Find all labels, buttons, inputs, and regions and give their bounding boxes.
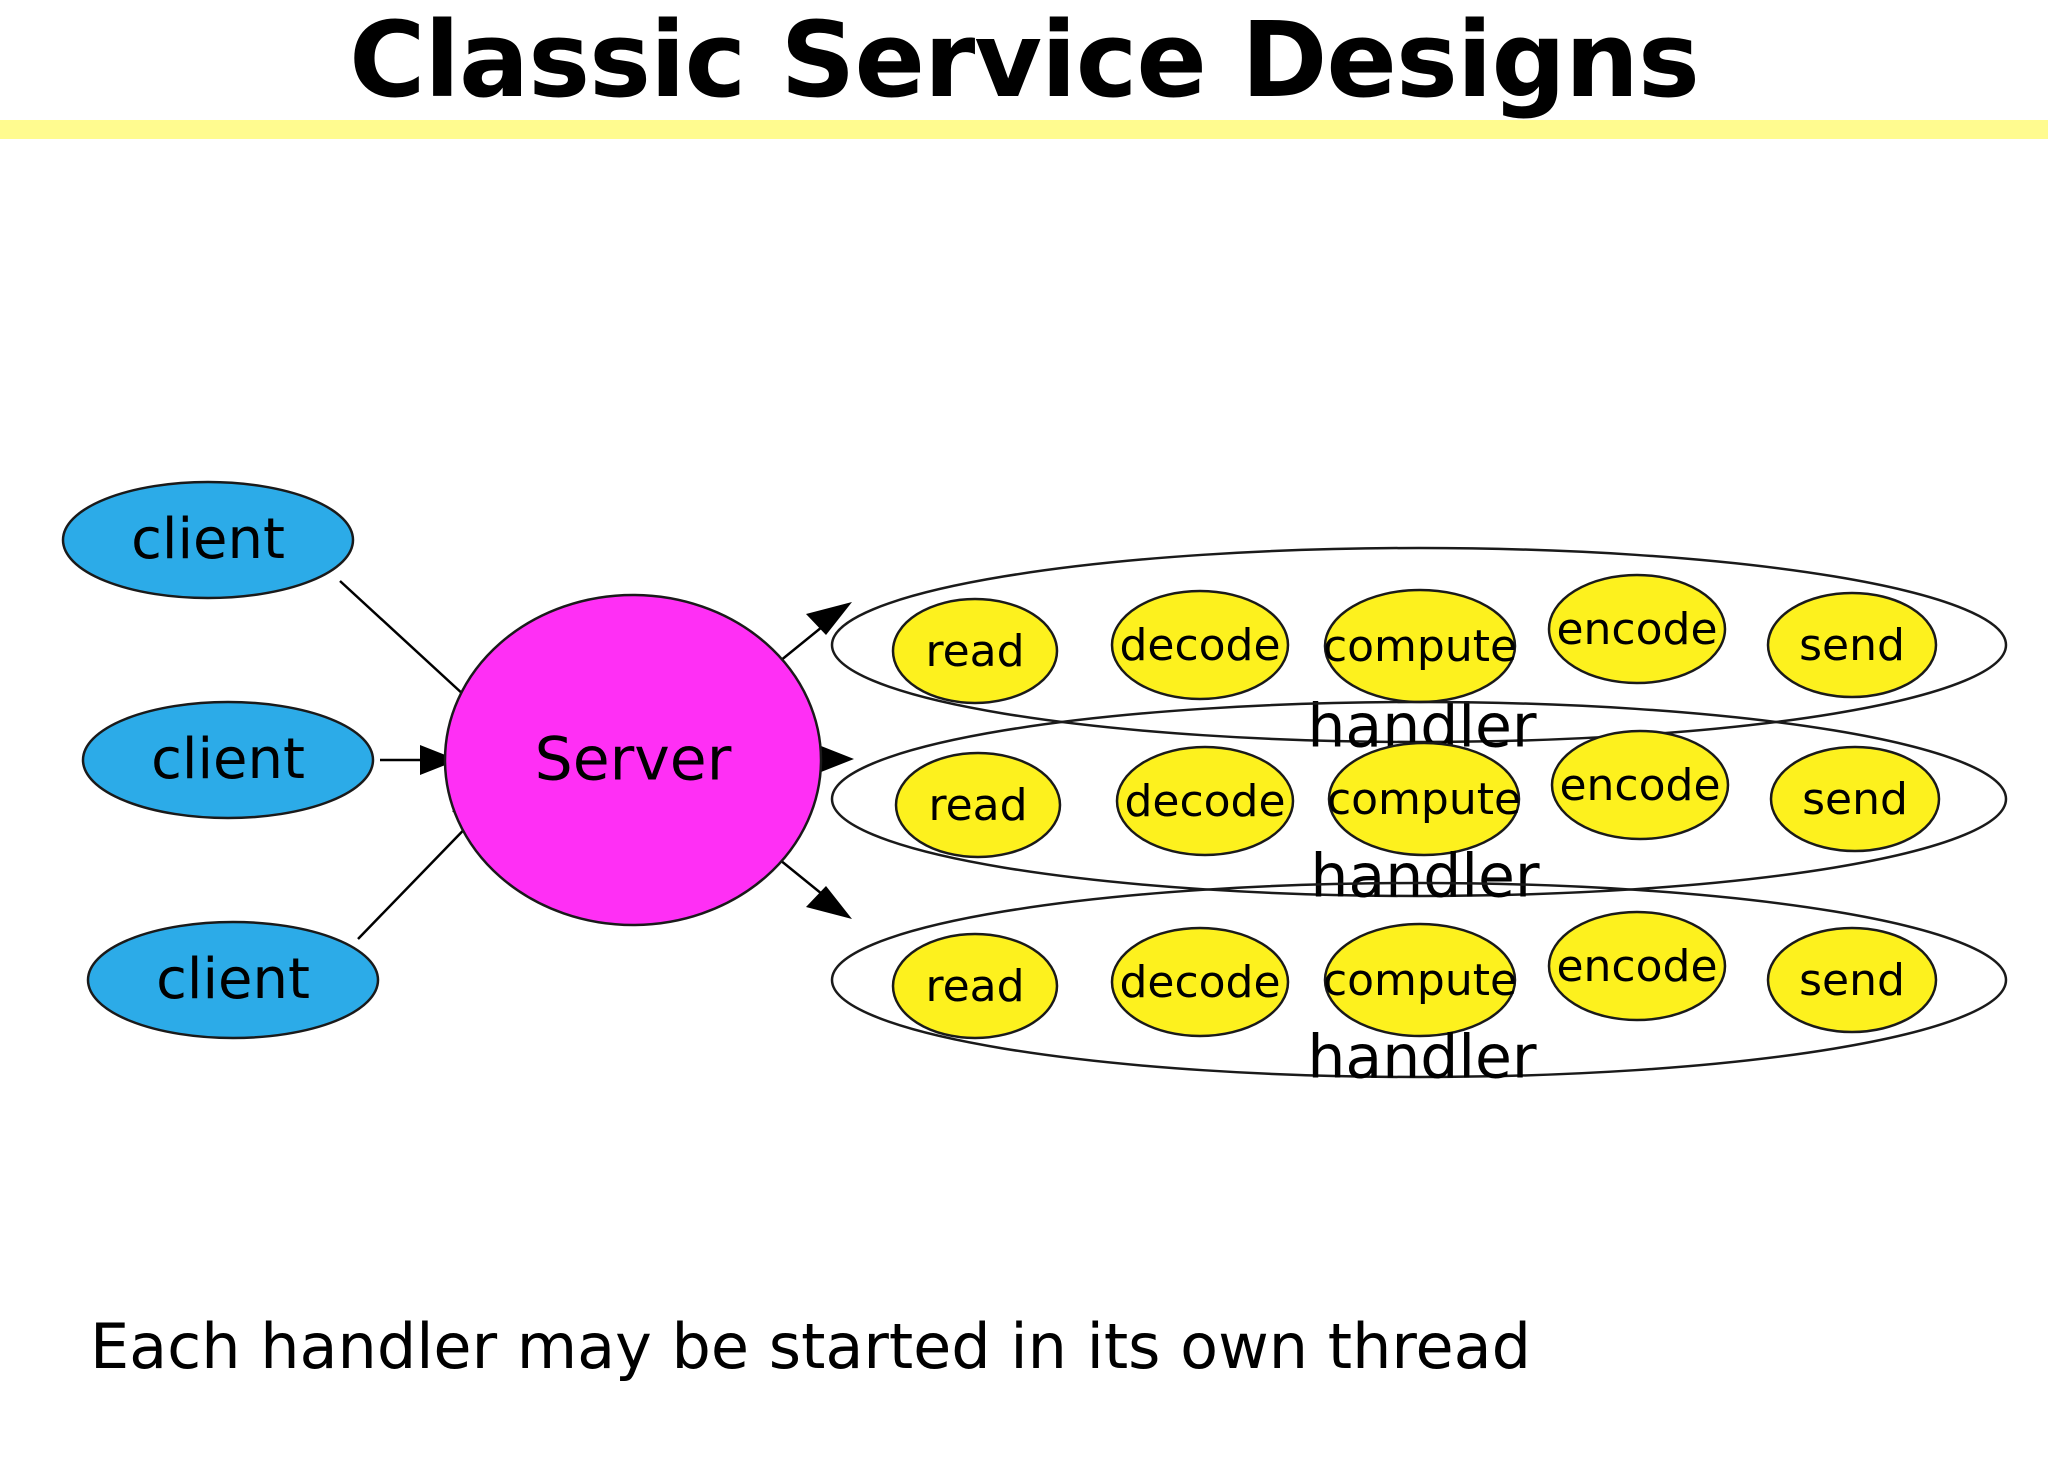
stage-ellipse [894, 751, 1062, 859]
client-ellipse [81, 700, 375, 820]
client-ellipse [61, 480, 355, 600]
stage-label: read [928, 780, 1027, 831]
stage-ellipse [1769, 745, 1941, 853]
stage-ellipse [1110, 589, 1290, 701]
stage-node-encode[interactable]: encode [1550, 729, 1730, 841]
client-node-3[interactable]: client [86, 920, 380, 1040]
stage-label: send [1799, 620, 1905, 671]
stage-node-decode[interactable]: decode [1115, 745, 1295, 857]
stage-ellipse [1323, 922, 1517, 1038]
stage-node-decode[interactable]: decode [1110, 589, 1290, 701]
handler-group-3[interactable]: read decode compute encode send handler [830, 881, 2008, 1093]
stage-node-read[interactable]: read [891, 932, 1059, 1040]
stage-label: encode [1556, 604, 1717, 655]
stage-label: send [1802, 774, 1908, 825]
stage-label: send [1799, 955, 1905, 1006]
stage-label: compute [1327, 774, 1521, 825]
server-circle [443, 593, 823, 927]
stage-label: encode [1559, 760, 1720, 811]
stage-ellipse [1547, 910, 1727, 1022]
stage-ellipse [891, 932, 1059, 1040]
page-title: Classic Service Designs [349, 0, 1700, 121]
handler-outline [830, 700, 2008, 898]
client-label: client [156, 947, 310, 1012]
stage-node-read[interactable]: read [891, 597, 1059, 705]
server-label: Server [535, 725, 732, 795]
server-node[interactable]: Server [443, 593, 823, 927]
stage-label: decode [1119, 957, 1280, 1008]
stage-label: compute [1323, 955, 1517, 1006]
handler-group-2[interactable]: read decode compute encode send handler [830, 700, 2008, 912]
stage-label: decode [1119, 620, 1280, 671]
handler-label: handler [1307, 1023, 1536, 1093]
stage-ellipse [1327, 741, 1521, 857]
arrow-client-2-to-server [380, 745, 458, 775]
stage-node-encode[interactable]: encode [1547, 910, 1727, 1022]
handler-outline [830, 881, 2008, 1079]
stage-node-send[interactable]: send [1769, 745, 1941, 853]
client-node-1[interactable]: client [61, 480, 355, 600]
stage-ellipse [1550, 729, 1730, 841]
stage-ellipse [1547, 573, 1727, 685]
stage-node-decode[interactable]: decode [1110, 926, 1290, 1038]
stage-label: read [925, 626, 1024, 677]
stage-node-send[interactable]: send [1766, 926, 1938, 1034]
title-accent-band [0, 120, 2048, 139]
stage-node-compute[interactable]: compute [1327, 741, 1521, 857]
stage-node-read[interactable]: read [894, 751, 1062, 859]
client-label: client [131, 507, 285, 572]
stage-label: compute [1323, 621, 1517, 672]
slide-caption: Each handler may be started in its own t… [90, 1310, 1532, 1383]
client-label: client [151, 727, 305, 792]
stage-node-compute[interactable]: compute [1323, 588, 1517, 704]
client-node-2[interactable]: client [81, 700, 375, 820]
service-design-diagram: client client client Server read decode [0, 139, 2048, 1269]
stage-ellipse [1766, 591, 1938, 699]
stage-label: decode [1124, 776, 1285, 827]
handler-label: handler [1310, 842, 1539, 912]
client-ellipse [86, 920, 380, 1040]
stage-ellipse [1115, 745, 1295, 857]
stage-node-send[interactable]: send [1766, 591, 1938, 699]
stage-ellipse [1110, 926, 1290, 1038]
stage-label: read [925, 961, 1024, 1012]
stage-node-compute[interactable]: compute [1323, 922, 1517, 1038]
stage-ellipse [1766, 926, 1938, 1034]
stage-label: encode [1556, 941, 1717, 992]
stage-ellipse [891, 597, 1059, 705]
stage-node-encode[interactable]: encode [1547, 573, 1727, 685]
